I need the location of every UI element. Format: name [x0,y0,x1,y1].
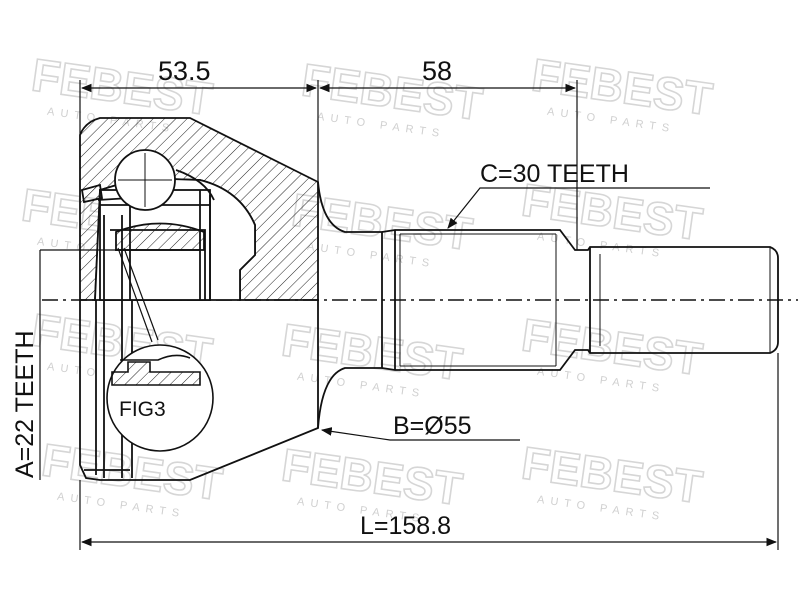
total-length-label: L=158.8 [360,512,451,540]
dimension-lines [39,80,779,550]
outer-spline-label: C=30 TEETH [480,160,629,188]
housing-upper-section [79,117,319,301]
leader-b [320,427,520,441]
inner-spline-label: A=22 TEETH [11,330,39,478]
dim-53-5-label: 53.5 [158,56,211,86]
detail-label: FIG3 [119,398,166,421]
dim-58-label: 58 [422,56,452,86]
shaft [317,181,779,429]
leader-c [447,187,710,229]
diameter-label: B=Ø55 [393,412,472,440]
detail-fig3: FIG3 [40,247,214,452]
